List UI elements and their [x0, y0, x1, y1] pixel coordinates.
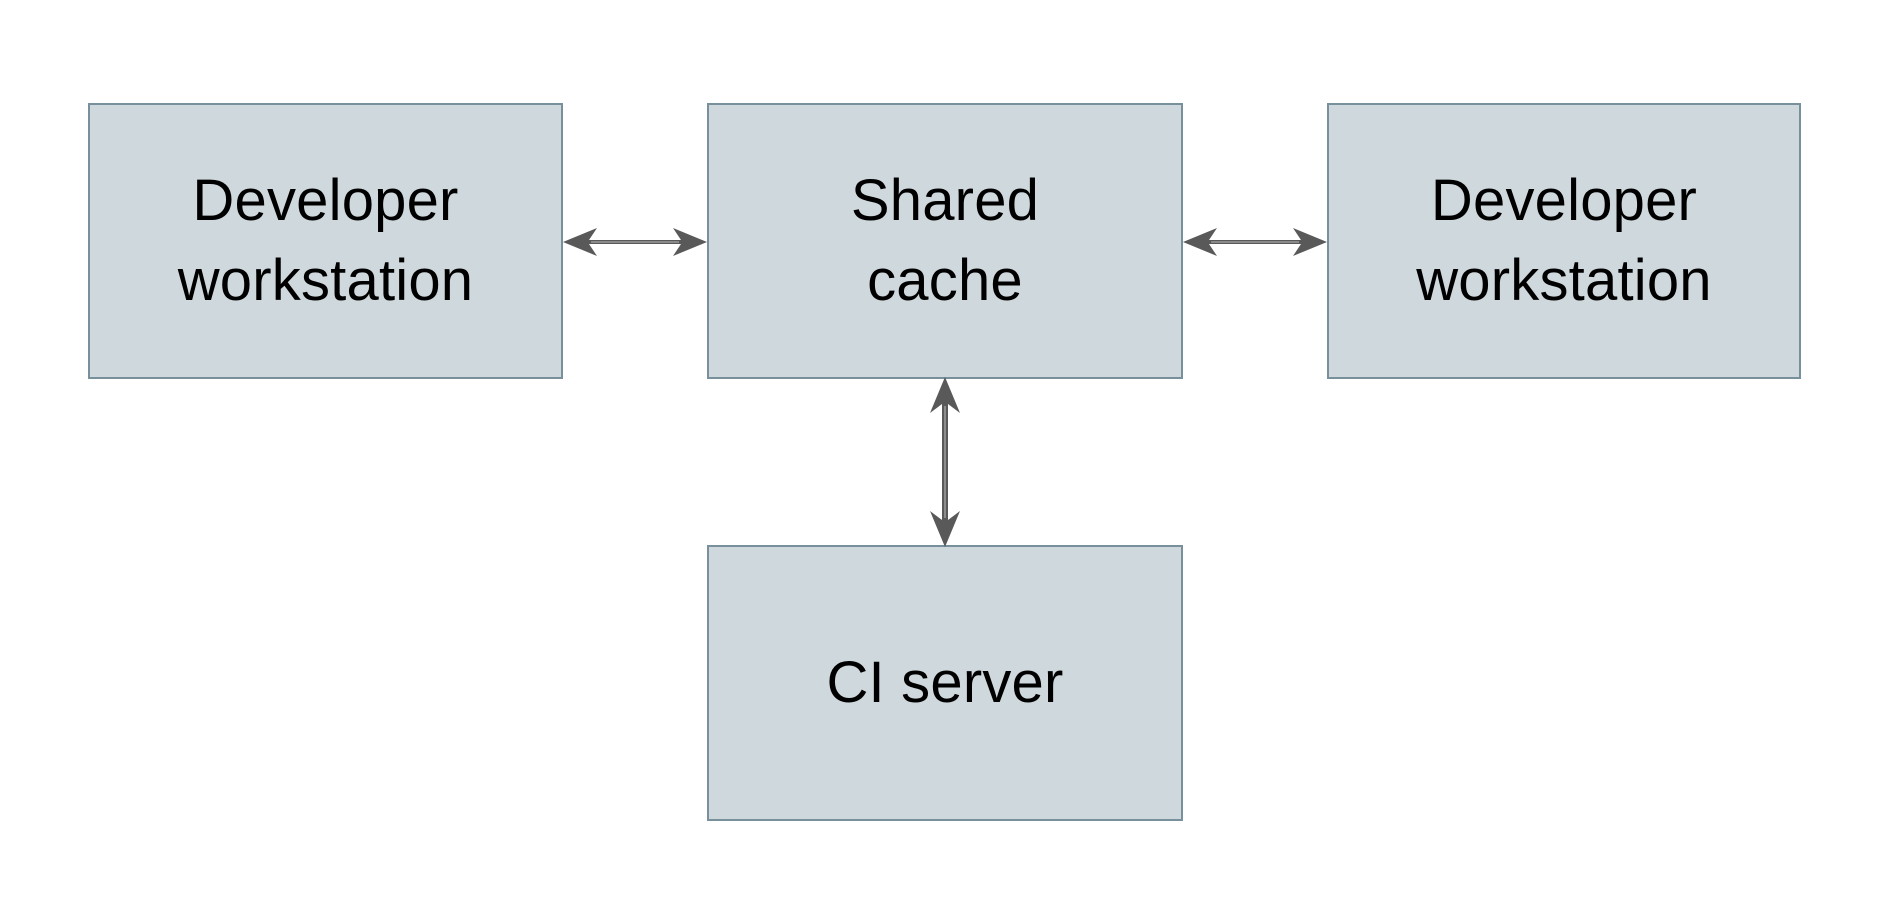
node-label: CI server [826, 649, 1064, 715]
node-label: Developer workstation [177, 167, 474, 313]
node-shared-cache[interactable]: Shared cache [707, 103, 1183, 379]
connector-shared-cache-to-ci-server[interactable] [909, 371, 981, 553]
connector-workstation-left-to-shared-cache[interactable] [556, 206, 714, 278]
node-ci-server[interactable]: CI server [707, 545, 1183, 821]
node-label: Developer workstation [1416, 167, 1712, 313]
node-label: Shared cache [850, 167, 1040, 313]
node-developer-workstation-right[interactable]: Developer workstation [1327, 103, 1801, 379]
connector-shared-cache-to-workstation-right[interactable] [1176, 206, 1334, 278]
node-developer-workstation-left[interactable]: Developer workstation [88, 103, 563, 379]
